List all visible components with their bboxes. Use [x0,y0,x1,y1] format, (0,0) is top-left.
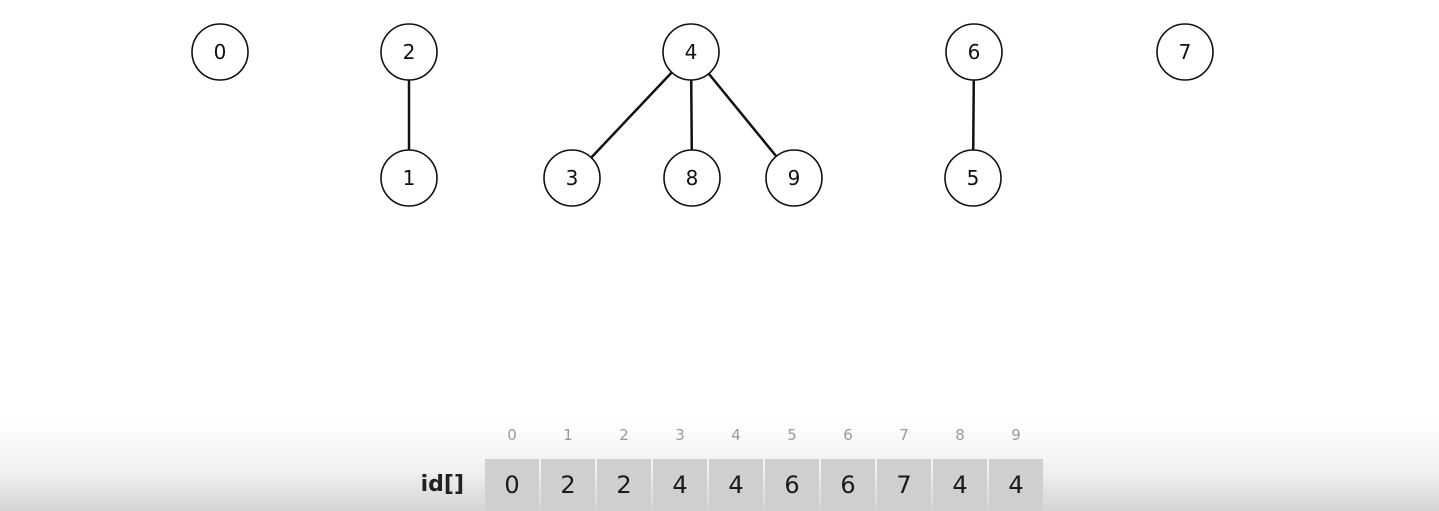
node-9-label: 9 [788,166,801,190]
node-7: 7 [1156,23,1214,81]
array-index: 0 [507,426,517,444]
array-index: 3 [675,426,685,444]
array-index: 4 [731,426,741,444]
node-4-label: 4 [685,40,698,64]
array-index: 8 [955,426,965,444]
node-3: 3 [543,149,601,207]
array-index: 9 [1011,426,1021,444]
array-index: 1 [563,426,573,444]
array-cell: 4 [709,459,763,511]
node-0: 0 [191,23,249,81]
node-6-label: 6 [968,40,981,64]
node-6: 6 [945,23,1003,81]
node-8-label: 8 [686,166,699,190]
array-index: 2 [619,426,629,444]
array-cell: 7 [877,459,931,511]
array-cell: 4 [989,459,1043,511]
edge-4-3 [571,51,692,179]
node-1: 1 [380,149,438,207]
node-2-label: 2 [403,40,416,64]
node-5-label: 5 [967,166,980,190]
array-cell: 0 [485,459,539,511]
array-name-label: id[] [420,472,464,497]
array-cell: 4 [933,459,987,511]
node-8: 8 [663,149,721,207]
union-find-forest: 0 2 4 6 7 1 3 8 [191,23,1214,207]
node-9: 9 [765,149,823,207]
array-cell: 4 [653,459,707,511]
node-0-label: 0 [214,40,227,64]
node-1-label: 1 [403,166,416,190]
array-cell: 2 [597,459,651,511]
node-5: 5 [944,149,1002,207]
array-cell: 2 [541,459,595,511]
node-4: 4 [662,23,720,81]
array-cell: 6 [765,459,819,511]
node-3-label: 3 [566,166,579,190]
array-index: 7 [899,426,909,444]
node-2: 2 [380,23,438,81]
node-7-label: 7 [1179,40,1192,64]
array-index: 6 [843,426,853,444]
array-cell: 6 [821,459,875,511]
array-index: 5 [787,426,797,444]
